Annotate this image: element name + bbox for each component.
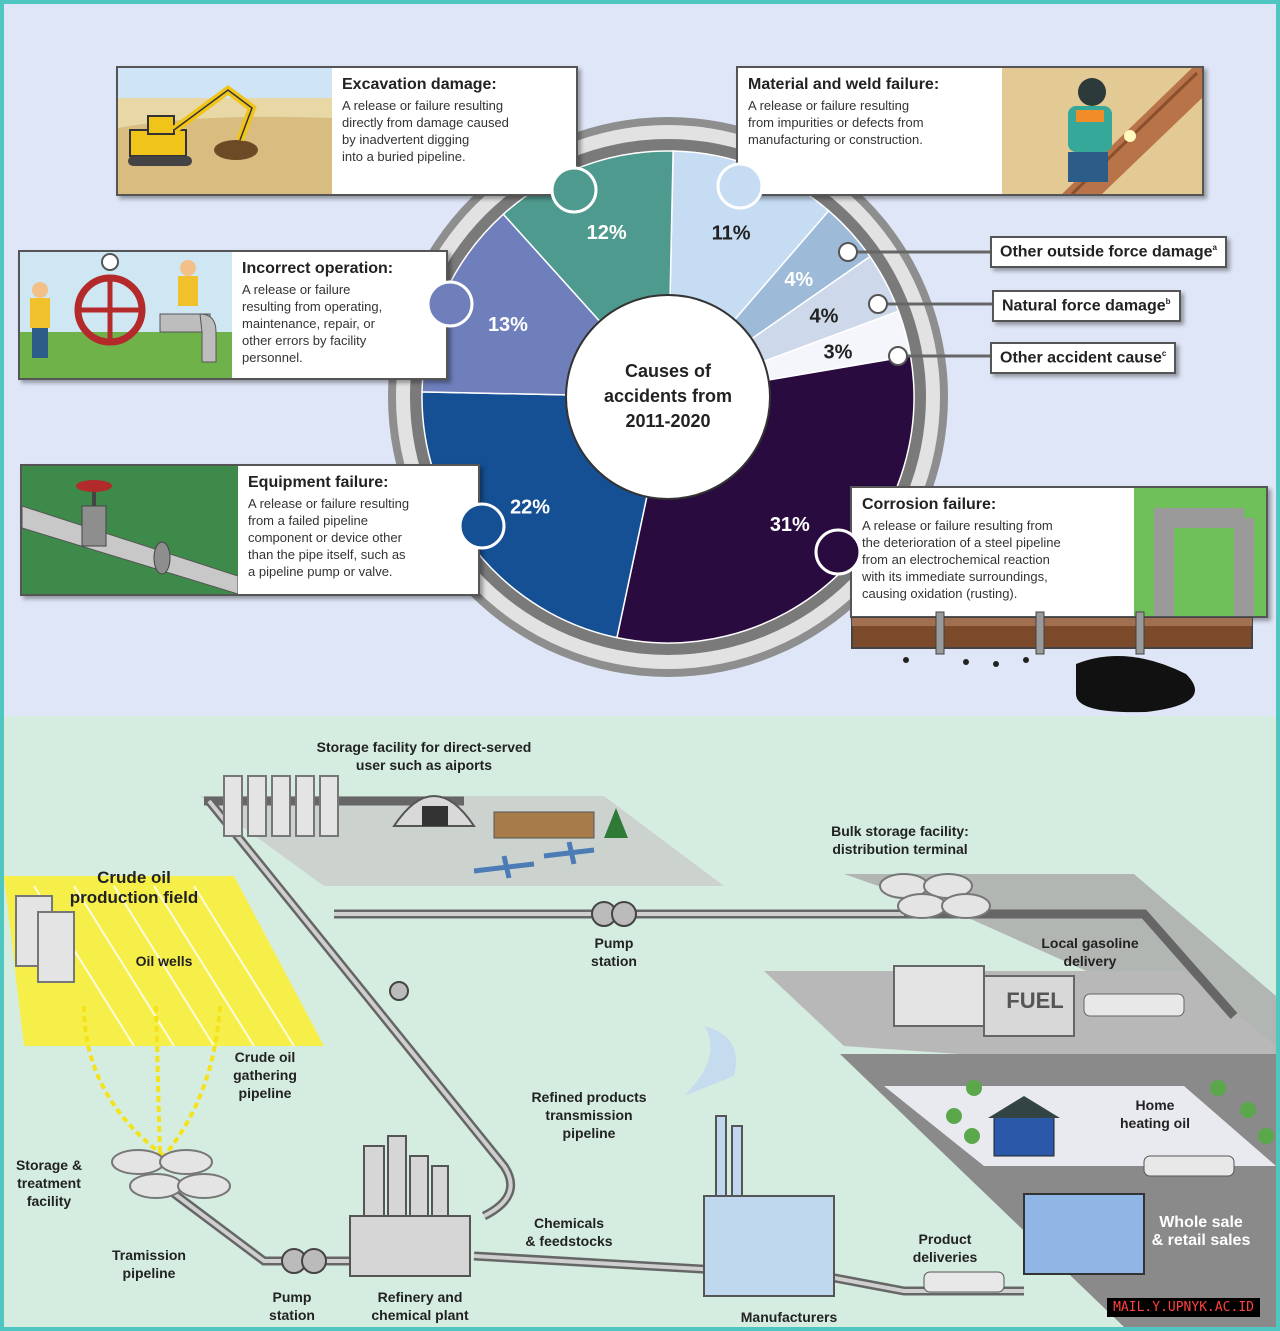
material-weld-card: Material and weld failure: A release or … [736,66,1204,196]
label-pump-station-top: Pump station [591,935,637,969]
label-bulk-storage: Bulk storage facility: distribution term… [831,823,969,857]
excavator-illustration [118,68,332,194]
label-product-deliveries: Product deliveries [912,1231,978,1265]
label-other-outside-force: Other outside force damagea [990,236,1227,269]
label-crude-gathering: Crude oil gathering pipeline [233,1049,297,1101]
excavation-damage-card: Excavation damage: A release or failure … [116,66,578,196]
label-storage-direct-served: Storage facility for direct-served user … [316,739,532,773]
pie-center-hole [565,294,771,500]
infographic-frame: 11% 4% 4% 3% 31% 22% 13% 12% Causes of accident… [4,4,1276,1327]
equipment-description: A release or failure resulting from a fa… [248,496,410,579]
accident-causes-panel: 11% 4% 4% 3% 31% 22% 13% 12% Causes of accident… [4,4,1276,716]
label-refined-products: Refined products transmission pipeline [531,1089,647,1141]
pie-label-excavation-damage: 12% [587,222,627,244]
pipeline-illustration [4,775,1276,1327]
pipe-valve-illustration [21,466,239,595]
pie-label-natural-force-damage: 4% [810,305,839,327]
pie-label-other-accident-cause: 3% [824,341,853,363]
pie-label-equipment-failure: 22% [510,496,550,518]
equipment-failure-card: Equipment failure: A release or failure … [20,464,480,596]
pie-label-corrosion-failure: 31% [770,514,810,536]
excavation-text: Excavation damage: A release or failure … [332,68,576,194]
label-refinery: Refinery and chemical plant [371,1289,469,1323]
equipment-title: Equipment failure: [248,474,389,491]
label-whole-sale: Whole sale & retail sales [1151,1214,1251,1249]
corrosion-description: A release or failure resulting from the … [862,518,1061,601]
label-home-heating: Home heating oil [1120,1097,1190,1131]
welder-illustration [1002,68,1202,196]
material-description: A release or failure resulting from impu… [748,98,924,147]
label-other-accident-cause: Other accident causec [990,342,1177,375]
label-chemicals: Chemicals & feedstocks [525,1215,613,1249]
excavation-title: Excavation damage: [342,76,497,93]
label-oil-wells: Oil wells [135,953,193,969]
label-crude-oil-field: Crude oil production field [69,868,199,907]
corroded-pipe-illustration [1134,488,1266,618]
pie-slice-labels: 11% 4% 4% 3% 31% 22% 13% 12% [488,222,853,536]
watermark: MAIL.Y.UPNYK.AC.ID [1107,1298,1260,1317]
label-local-gasoline: Local gasoline delivery [1041,935,1139,969]
incorrect-description: A release or failure resulting from oper… [242,282,383,365]
pie-chart: 11% 4% 4% 3% 31% 22% 13% 12% [388,117,948,677]
corrosion-failure-card: Corrosion failure: A release or failure … [850,486,1268,618]
label-storage-treatment: Storage & treatment facility [15,1157,83,1209]
material-text: Material and weld failure: A release or … [738,68,1002,194]
label-transmission-pipeline: Tramission pipeline [112,1247,186,1281]
material-title: Material and weld failure: [748,76,940,93]
pie-label-other-outside-force-damage: 4% [784,269,813,291]
label-pump-station-bottom: Pump station [269,1289,315,1323]
rusted-pipe-and-oil-spill [851,611,1253,713]
incorrect-operation-card: Incorrect operation: A release or failur… [18,250,448,380]
incorrect-text: Incorrect operation: A release or failur… [232,252,446,378]
label-natural-force: Natural force damageb [992,290,1181,323]
valve-operators-illustration [20,252,232,378]
pie-center-title: Causes of accidents from 2011-2020 [603,361,733,431]
incorrect-title: Incorrect operation: [242,260,394,277]
label-fuel: FUEL [1006,988,1064,1013]
equipment-text: Equipment failure: A release or failure … [238,466,478,594]
label-manufacturers: Manufacturers [740,1309,838,1325]
excavation-description: A release or failure resulting directly … [342,98,509,164]
corrosion-text: Corrosion failure: A release or failure … [852,488,1134,616]
corrosion-title: Corrosion failure: [862,496,997,513]
pie-label-material-and-weld-failure: 11% [712,223,751,245]
pie-label-incorrect-operation: 13% [488,314,528,336]
pipeline-system-diagram: Storage facility for direct-served user … [4,716,1276,1327]
